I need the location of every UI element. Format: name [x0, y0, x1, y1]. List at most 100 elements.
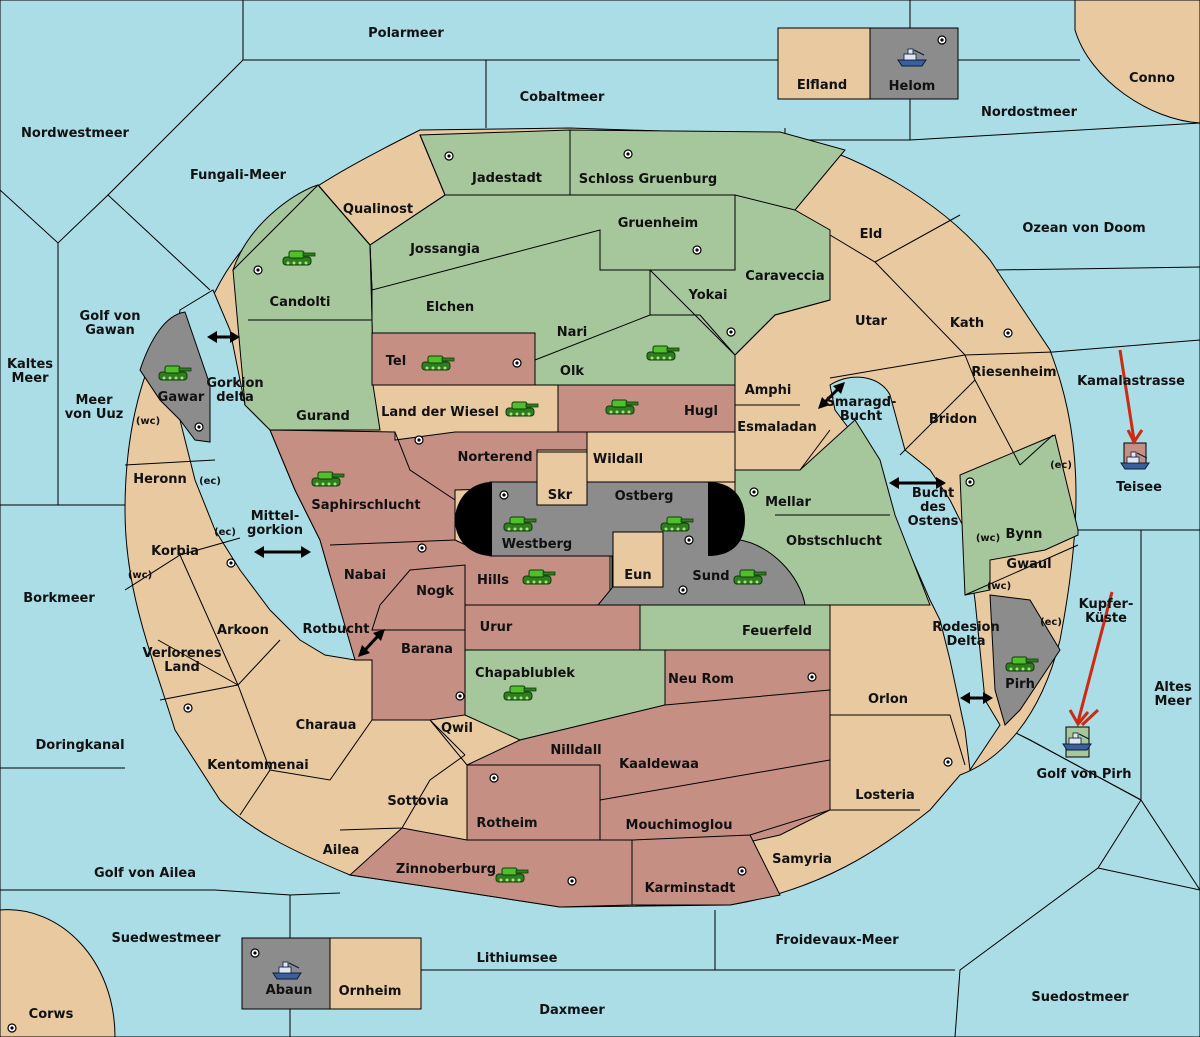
label-amphi: Amphi [745, 383, 792, 398]
label-wildall: Wildall [593, 452, 643, 467]
coast-ec: (ec) [1050, 460, 1072, 471]
label-abaun: Abaun [266, 983, 313, 998]
label-nogk: Nogk [416, 584, 454, 599]
label-mellar: Mellar [765, 495, 811, 510]
label-corws: Corws [29, 1007, 74, 1022]
label-gwaul: Gwaul [1006, 557, 1051, 572]
label-sund: Sund [692, 569, 729, 584]
label-bynn: Bynn [1006, 527, 1043, 542]
label-polarmeer: Polarmeer [368, 26, 444, 41]
label-gurand: Gurand [296, 409, 350, 424]
label-nordwestmeer: Nordwestmeer [21, 126, 129, 141]
label-westberg: Westberg [502, 537, 572, 552]
label-elfland: Elfland [797, 78, 847, 93]
label-samyria: Samyria [772, 852, 832, 867]
label-rotbucht: Rotbucht [303, 622, 370, 637]
coast-ec: (ec) [199, 476, 221, 487]
label-urur: Urur [480, 620, 513, 635]
region-rotheim-red [466, 764, 601, 841]
label-doringkanal: Doringkanal [35, 738, 124, 753]
label-skr: Skr [548, 488, 573, 503]
label-obstschlucht: Obstschlucht [786, 534, 882, 549]
center-cap-east [708, 482, 745, 556]
label-bridon: Bridon [929, 412, 977, 427]
label-eun: Eun [624, 568, 651, 583]
label-esmaladan: Esmaladan [737, 420, 817, 435]
coast-wc: (wc) [128, 570, 152, 581]
label-chapablublek: Chapablublek [475, 666, 575, 681]
label-losteria: Losteria [855, 788, 915, 803]
center-cap-west [455, 482, 492, 556]
label-orlon: Orlon [868, 692, 908, 707]
label-nordostmeer: Nordostmeer [981, 105, 1078, 120]
label-mouchimoglou: Mouchimoglou [626, 818, 733, 833]
region-elfland [777, 27, 871, 100]
label-nilldall: Nilldall [550, 743, 601, 758]
label-kaaldewaa: Kaaldewaa [619, 757, 699, 772]
region-conno [1074, 0, 1200, 124]
region-east-green [959, 434, 1079, 596]
label-kamalastrasse: Kamalastrasse [1077, 374, 1185, 389]
label-helom: Helom [889, 79, 936, 94]
coast-wc: (wc) [987, 581, 1011, 592]
label-nari: Nari [557, 325, 588, 340]
label-kentommenai: Kentommenai [207, 758, 308, 773]
label-jossangia: Jossangia [409, 242, 480, 257]
label-saphir: Saphirschlucht [311, 498, 420, 513]
label-golf-pirh: Golf von Pirh [1036, 767, 1131, 782]
label-candolti: Candolti [270, 295, 331, 310]
label-ailea: Ailea [323, 843, 360, 858]
label-lithiumsee: Lithiumsee [477, 951, 558, 966]
label-qualinost: Qualinost [343, 202, 413, 217]
label-mittelgorkion: Mittel-gorkion [247, 509, 303, 538]
label-karminstadt: Karminstadt [645, 881, 736, 896]
label-land-wiesel: Land der Wiesel [381, 405, 499, 420]
label-daxmeer: Daxmeer [539, 1003, 605, 1018]
coast-wc: (wc) [136, 416, 160, 427]
label-utar: Utar [855, 314, 888, 329]
label-kath: Kath [950, 316, 984, 331]
label-kupferkueste: Kupfer-Küste [1079, 597, 1134, 626]
label-ozean: Ozean von Doom [1022, 221, 1145, 236]
province-labels: Elfland Helom Conno Corws Abaun Ornheim … [29, 71, 1175, 1022]
label-fungali: Fungali-Meer [190, 168, 287, 183]
label-borkmeer: Borkmeer [23, 591, 95, 606]
region-wildall [586, 431, 736, 483]
region-karminstadt-red [631, 834, 781, 906]
label-olk: Olk [560, 364, 585, 379]
move-arrows [207, 331, 993, 704]
label-tel: Tel [386, 354, 406, 369]
label-froidevaux: Froidevaux-Meer [775, 933, 899, 948]
east-inner-sea [829, 376, 1001, 772]
label-golf-ailea: Golf von Ailea [94, 866, 196, 881]
label-ostberg: Ostberg [615, 489, 674, 504]
label-feuerfeld: Feuerfeld [742, 624, 812, 639]
label-cobaltmeer: Cobaltmeer [520, 90, 605, 105]
label-charaua: Charaua [296, 718, 357, 733]
sea-labels: Polarmeer Cobaltmeer Nordwestmeer Fungal… [7, 26, 1192, 1018]
label-teisee: Teisee [1116, 480, 1162, 495]
province-borders [124, 130, 1079, 836]
label-suedwestmeer: Suedwestmeer [111, 931, 221, 946]
label-caraveccia: Caraveccia [745, 269, 824, 284]
region-corws [0, 909, 116, 1037]
label-heronn: Heronn [133, 472, 187, 487]
label-ornheim: Ornheim [339, 984, 402, 999]
label-conno: Conno [1129, 71, 1175, 86]
coast-ec: (ec) [1040, 617, 1062, 628]
coast-labels: (wc) (ec) (ec) (wc) (ec) (wc) (wc) (ec) [128, 416, 1072, 628]
label-qwil: Qwil [441, 721, 473, 736]
label-eld: Eld [860, 227, 883, 242]
label-neu-rom: Neu Rom [668, 672, 734, 687]
label-barana: Barana [401, 642, 453, 657]
label-jadestadt: Jadestadt [471, 171, 542, 186]
label-smaragd: Smaragd-Bucht [826, 395, 897, 424]
label-yokai: Yokai [687, 288, 727, 303]
